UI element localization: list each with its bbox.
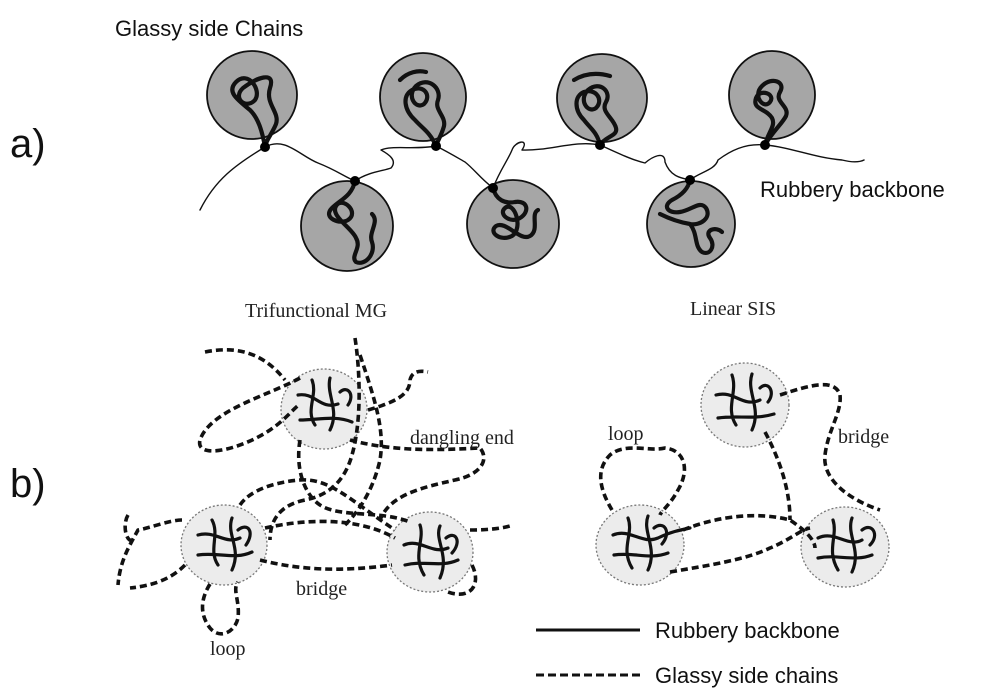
legend-glassy-side-chains-label: Glassy side chains [655, 663, 838, 688]
trifunctional-mg-title: Trifunctional MG [245, 300, 387, 322]
glassy-domain-7 [729, 51, 815, 145]
loop-label-left: loop [210, 638, 246, 660]
mg-domain-right [387, 512, 473, 592]
legend: Rubbery backbone Glassy side chains [536, 618, 840, 688]
glassy-domain-1 [207, 51, 297, 147]
panel-a-marker: a) [10, 122, 46, 166]
linear-sis-title: Linear SIS [690, 298, 776, 320]
glassy-domain-4 [467, 180, 559, 268]
dangling-end-label: dangling end [410, 427, 514, 449]
glassy-side-chains-label: Glassy side Chains [115, 16, 303, 41]
glassy-domain-6 [647, 180, 735, 267]
linear-sis-diagram: Linear SIS loop bridge [596, 298, 889, 587]
loop-label-right: loop [608, 423, 644, 445]
mg-domain-left [181, 505, 267, 585]
legend-rubbery-backbone-label: Rubbery backbone [655, 618, 840, 643]
bridge-label-left: bridge [296, 578, 347, 600]
panel-b: b) Trifunctional MG [10, 298, 889, 688]
glassy-domain-3 [380, 53, 466, 146]
panel-a: a) Glassy side Chains Rubbery backbone [10, 16, 945, 271]
rubbery-backbone-label: Rubbery backbone [760, 177, 945, 202]
sis-domain-top [701, 363, 789, 447]
panel-b-marker: b) [10, 462, 46, 506]
trifunctional-mg-diagram: Trifunctional MG [118, 300, 514, 660]
bridge-label-right: bridge [838, 426, 889, 448]
glassy-domain-2 [301, 181, 393, 271]
glassy-domain-5 [557, 54, 647, 145]
